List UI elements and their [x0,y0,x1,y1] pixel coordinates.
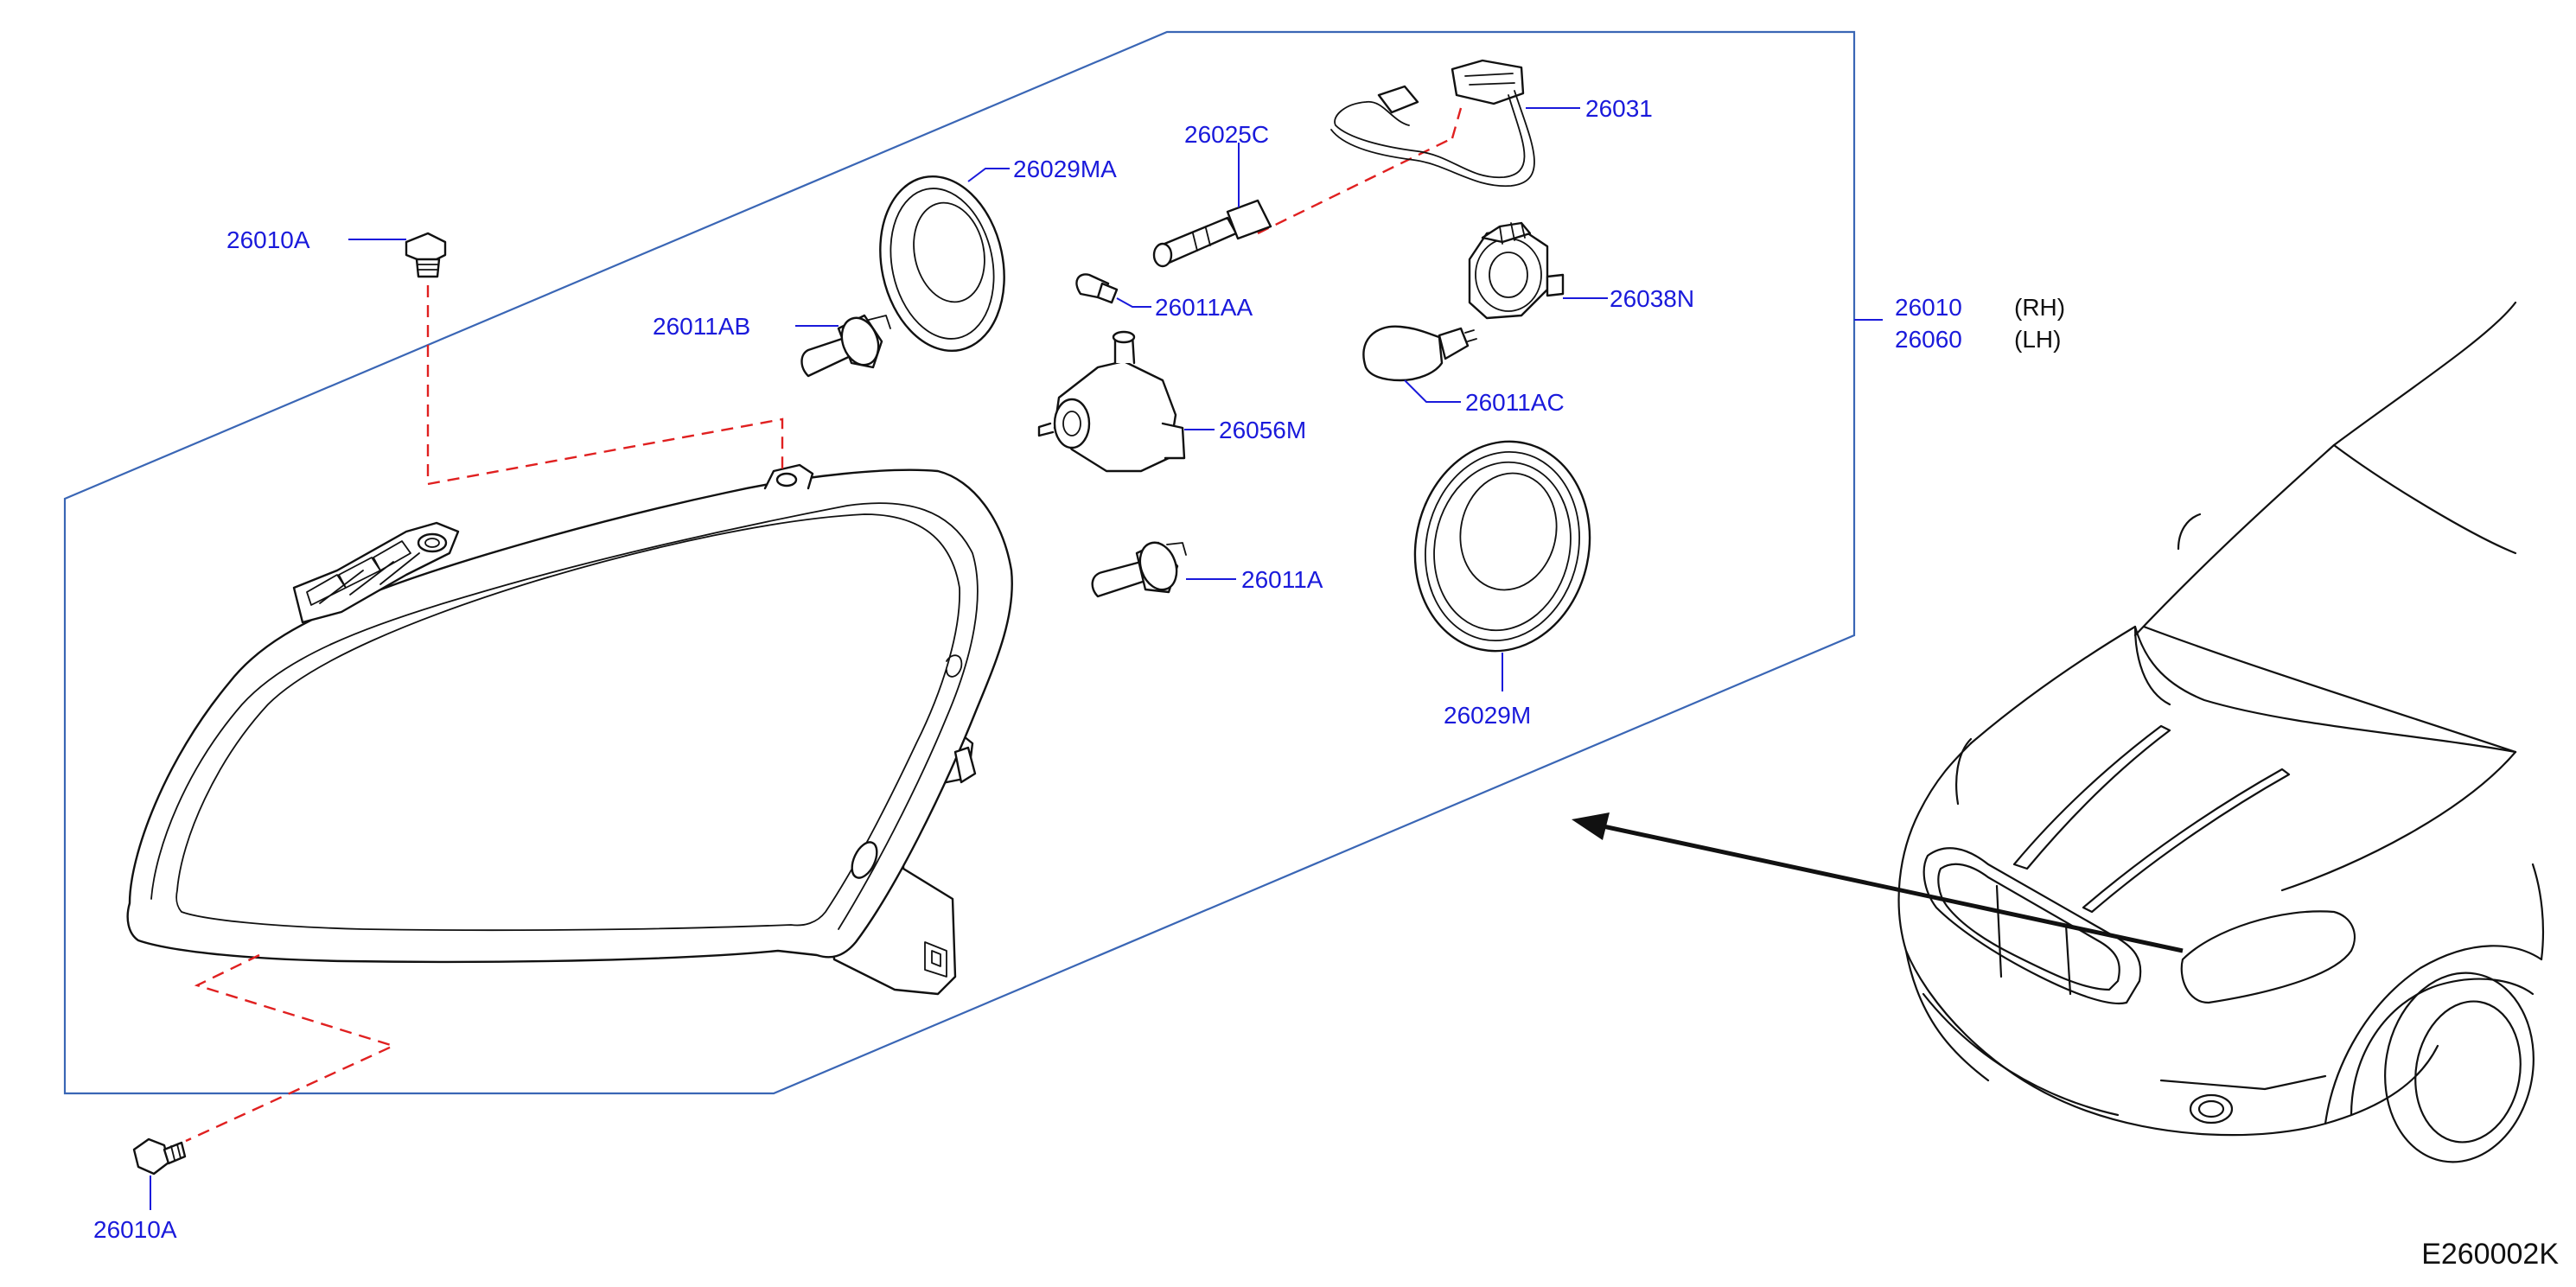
label-26011AC: 26011AC [1465,389,1565,416]
upper-bolt [405,232,447,278]
low-beam-bulb [1091,541,1187,598]
location-arrow [1572,812,2184,953]
diagram-code: E260002K [2421,1238,2559,1271]
vehicle-outline [1897,301,2545,1163]
label-26011AA: 26011AA [1155,294,1253,321]
headlamp-housing [126,463,1013,996]
label-26011A: 26011A [1241,566,1323,593]
label-26011AB: 26011AB [653,313,750,340]
position-bulb [1075,273,1119,304]
label-26029M: 26029M [1444,702,1531,729]
dust-cover-upper [879,175,1005,353]
label-26031: 26031 [1585,95,1653,122]
label-lh: (LH) [2014,326,2061,353]
label-26010: 26010 [1895,294,1962,321]
label-26010A-upper: 26010A [226,226,310,253]
socket-dashed-leader [1257,137,1453,235]
harness-connector [1330,59,1535,188]
assembly-frame [63,30,1856,1095]
turn-signal-socket [1468,221,1565,320]
label-26038N: 26038N [1610,285,1694,312]
bolt-dashed-leader-lower [185,953,397,1143]
label-26010A-lower: 26010A [93,1216,177,1243]
label-26056M: 26056M [1219,417,1306,443]
high-beam-bulb [800,314,891,378]
leveling-motor [1037,330,1186,473]
label-26025C: 26025C [1184,121,1269,148]
bolt-dashed-leader-upper [426,285,784,486]
label-26060: 26060 [1895,326,1962,353]
turn-signal-bulb [1362,325,1477,382]
bulb-socket [1152,199,1272,268]
label-rh: (RH) [2014,294,2065,321]
lower-bolt [132,1137,187,1176]
dust-cover-lower [1413,440,1591,653]
label-26029MA: 26029MA [1013,156,1117,182]
